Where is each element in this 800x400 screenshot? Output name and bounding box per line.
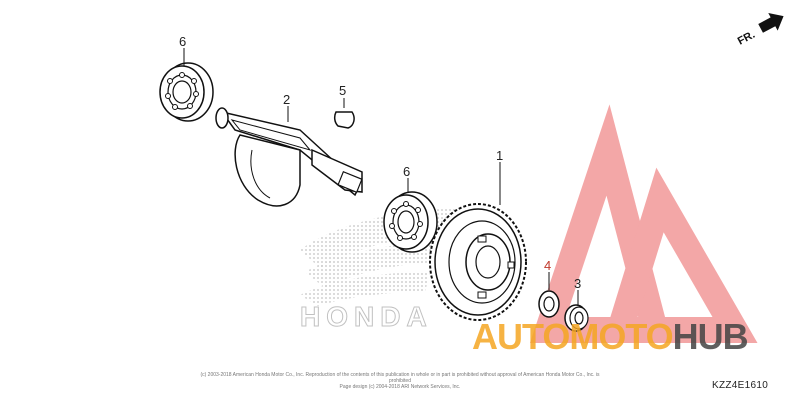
woodruff-key: [333, 111, 355, 129]
balancer-shaft: [215, 107, 363, 207]
washer: [538, 290, 560, 318]
fr-label: FR.: [736, 29, 757, 48]
balancer-driven-gear: [429, 203, 527, 321]
copyright-line-1: (c) 2003-2018 American Honda Motor Co., …: [200, 372, 600, 384]
leader-lines: [183, 48, 579, 305]
svg-text:AUTOMOTOHUB: AUTOMOTOHUB: [472, 316, 748, 357]
automotohub-logo-mark: [529, 104, 758, 343]
honda-logo-text: HONDA: [300, 301, 433, 332]
automotohub-watermark: AUTOMOTOHUB: [472, 316, 749, 357]
diagram-code: KZZ4E1610: [712, 380, 769, 391]
nut: [564, 304, 589, 332]
front-arrow-icon: [758, 12, 784, 33]
callout-3: 3: [574, 276, 581, 291]
bearing-middle: [383, 191, 438, 253]
callout-4: 4: [544, 258, 551, 273]
front-direction-indicator: FR.: [736, 12, 784, 48]
watermark-text-gray: HUB: [673, 316, 748, 357]
callout-1: 1: [496, 148, 503, 163]
watermark-text-orange: AUTOMOTO: [472, 316, 673, 357]
callout-6-top: 6: [179, 34, 186, 49]
copyright-line-2: Page design (c) 2004-2018 ARI Network Se…: [339, 384, 461, 390]
bearing-top: [159, 62, 214, 122]
callout-6-middle: 6: [403, 164, 410, 179]
callout-2: 2: [283, 92, 290, 107]
copyright-notice: (c) 2003-2018 American Honda Motor Co., …: [190, 372, 610, 390]
callout-5: 5: [339, 83, 346, 98]
